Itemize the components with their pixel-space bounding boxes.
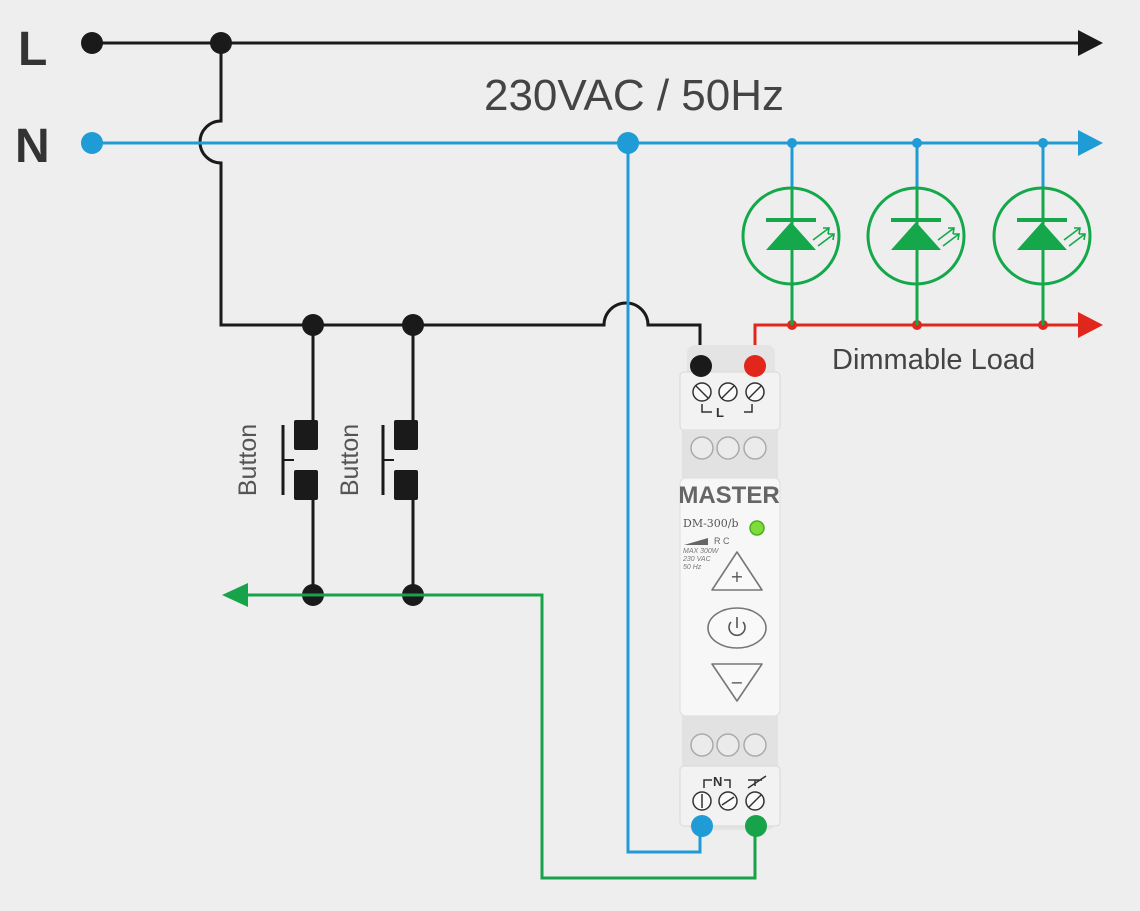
button-2-junction-dot (402, 314, 424, 336)
line-arrow (1078, 30, 1103, 56)
button-1-junction-dot (302, 314, 324, 336)
led-light-arrows-icon (812, 227, 835, 247)
top-terminal-mark: L (716, 405, 724, 420)
led-light-arrows-icon (937, 227, 960, 247)
neutral-led-dot-2 (912, 138, 922, 148)
bottom-screw-terminals (692, 791, 765, 811)
neutral-arrow (1078, 130, 1103, 156)
led-lamp-2 (866, 186, 966, 325)
neutral-led-dot-3 (1038, 138, 1048, 148)
dimmer-module: L MASTER DM-300/b R C MAX 300W 230 VAC 5… (678, 345, 781, 830)
device-control-terminal-dot (745, 815, 767, 837)
device-line-terminal-dot (690, 355, 712, 377)
bottom-terminal-holes (690, 733, 767, 757)
line-junction-dot (210, 32, 232, 54)
neutral-junction-dot (617, 132, 639, 154)
neutral-label: N (15, 120, 50, 173)
top-screw-terminals (692, 382, 765, 402)
neutral-terminal-dot (81, 132, 103, 154)
minus-icon: − (730, 673, 743, 692)
neutral-led-dot-1 (787, 138, 797, 148)
spec-line-3: 50 Hz (683, 564, 702, 571)
line-terminal-dot (81, 32, 103, 54)
led-lamp-1 (741, 186, 841, 325)
device-model: DM-300/b (683, 517, 739, 530)
spec-line-1: MAX 300W (683, 548, 720, 555)
push-button-2 (381, 420, 418, 500)
led-light-arrows-icon (1063, 227, 1086, 247)
power-button[interactable] (707, 607, 767, 649)
led-lamp-3 (992, 186, 1092, 325)
indicator-text: R C (714, 536, 730, 546)
line-wire (92, 41, 1080, 595)
device-brand: MASTER (678, 482, 779, 509)
plus-icon: + (730, 567, 743, 586)
button-2-label: Button (336, 424, 364, 496)
signal-ramp-icon (684, 538, 708, 545)
plus-button[interactable]: + (711, 551, 763, 591)
device-neutral-terminal-dot (691, 815, 713, 837)
top-terminal-holes (690, 436, 767, 460)
control-wire (238, 593, 757, 880)
bottom-terminal-mark: N (713, 774, 722, 789)
control-arrow (222, 583, 248, 607)
push-button-1 (281, 420, 318, 500)
button-1-label: Button (234, 424, 262, 496)
supply-label: 230VAC / 50Hz (484, 71, 784, 120)
load-arrow (1078, 312, 1103, 338)
spec-line-2: 230 VAC (682, 556, 712, 563)
device-load-terminal-dot (744, 355, 766, 377)
line-label: L (18, 23, 47, 76)
status-led (749, 520, 765, 536)
power-icon (728, 617, 746, 637)
load-label: Dimmable Load (832, 344, 1035, 376)
minus-button[interactable]: − (711, 663, 763, 702)
